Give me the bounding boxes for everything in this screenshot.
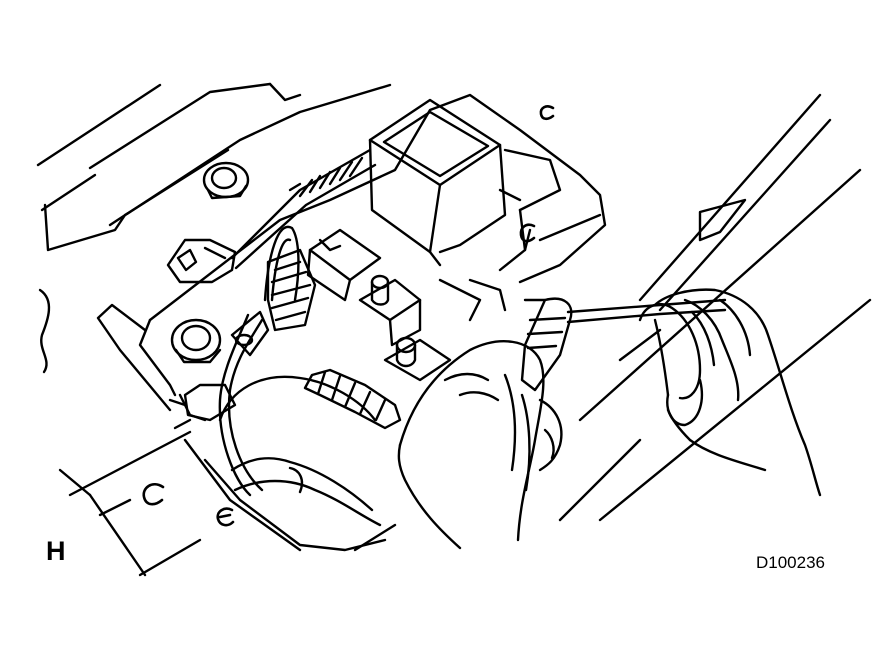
wire-harness [166, 148, 402, 527]
panel-letter: H [46, 536, 66, 566]
relay-block-base [96, 93, 607, 552]
clip-marks [142, 105, 555, 527]
body-panel-lines [36, 82, 872, 577]
clip-mark-top-right [539, 105, 555, 121]
hands [397, 288, 822, 550]
relay-unit [368, 98, 602, 272]
terminal-studs [306, 228, 507, 382]
clip-mark-relay [519, 223, 536, 243]
figure-code: D100236 [756, 553, 826, 572]
clip-mark-lower-left [142, 483, 165, 506]
mounting-bolts [170, 161, 250, 364]
clip-mark-bottom [216, 507, 235, 527]
